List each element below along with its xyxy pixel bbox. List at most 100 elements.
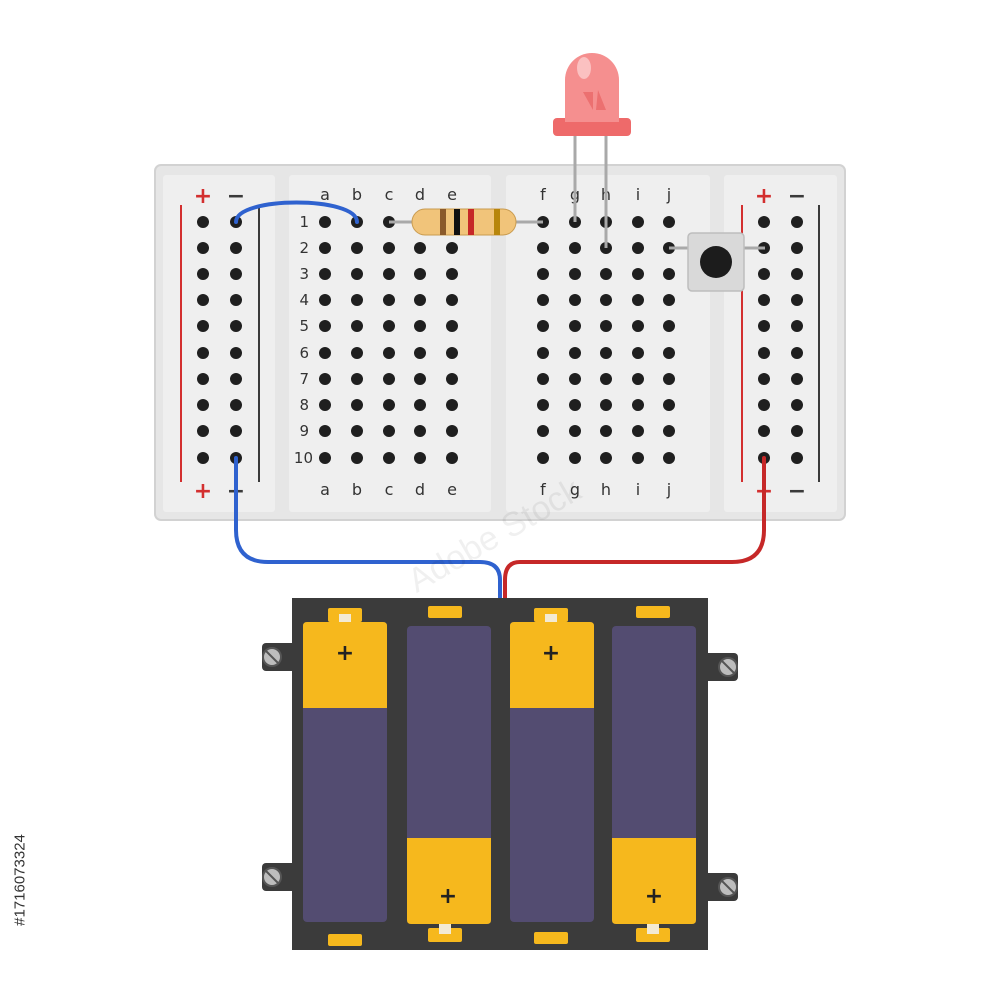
breadboard-hole (197, 242, 209, 254)
led-icon (553, 53, 631, 248)
breadboard-hole (197, 373, 209, 385)
column-label: f (540, 185, 546, 204)
breadboard-hole (632, 216, 644, 228)
column-label: c (385, 185, 394, 204)
breadboard-hole (197, 347, 209, 359)
battery-cell-icon: + (303, 608, 387, 946)
breadboard-hole (632, 399, 644, 411)
breadboard-hole (537, 320, 549, 332)
breadboard-hole (351, 242, 363, 254)
breadboard-hole (663, 347, 675, 359)
row-labels: 1 2 3 4 5 6 7 8 9 10 (294, 213, 313, 467)
breadboard-hole (569, 347, 581, 359)
breadboard-hole (319, 268, 331, 280)
breadboard-hole (197, 294, 209, 306)
polarity-plus-label: + (439, 884, 457, 909)
breadboard-hole (319, 425, 331, 437)
breadboard-hole (351, 399, 363, 411)
breadboard-hole (383, 347, 395, 359)
breadboard-hole (446, 294, 458, 306)
breadboard-hole (319, 320, 331, 332)
breadboard-hole (351, 373, 363, 385)
breadboard-hole (446, 242, 458, 254)
column-label: i (636, 480, 640, 499)
breadboard-hole (663, 425, 675, 437)
breadboard-hole (446, 268, 458, 280)
breadboard-hole (197, 425, 209, 437)
breadboard-hole (383, 399, 395, 411)
breadboard-hole (791, 294, 803, 306)
column-label: h (601, 480, 611, 499)
column-label: f (540, 480, 546, 499)
breadboard-hole (383, 373, 395, 385)
breadboard-hole (351, 347, 363, 359)
breadboard-hole (758, 425, 770, 437)
breadboard-hole (414, 425, 426, 437)
push-button-icon[interactable] (669, 232, 765, 292)
breadboard-hole (569, 399, 581, 411)
breadboard-hole (791, 216, 803, 228)
breadboard-hole (197, 320, 209, 332)
breadboard-hole (197, 268, 209, 280)
breadboard-hole (351, 294, 363, 306)
column-label: c (385, 480, 394, 499)
breadboard-hole (632, 242, 644, 254)
column-label: e (447, 480, 457, 499)
breadboard-hole (230, 242, 242, 254)
breadboard-hole (351, 452, 363, 464)
breadboard-hole (663, 452, 675, 464)
column-label: e (447, 185, 457, 204)
negative-wire (234, 456, 502, 607)
column-label: g (570, 480, 580, 499)
breadboard-hole (791, 347, 803, 359)
breadboard-hole (791, 452, 803, 464)
breadboard-hole (230, 268, 242, 280)
row-label: 3 (299, 265, 309, 283)
breadboard-hole (319, 452, 331, 464)
column-labels-bottom: a b c d e f g h i j (320, 480, 671, 499)
breadboard-hole (351, 268, 363, 280)
positive-wire (503, 456, 766, 607)
breadboard-hole (537, 373, 549, 385)
row-label: 8 (299, 396, 309, 414)
breadboard-hole (758, 399, 770, 411)
right-power-rail (724, 175, 837, 512)
breadboard-hole (319, 373, 331, 385)
breadboard-hole (758, 294, 770, 306)
breadboard-hole (569, 320, 581, 332)
breadboard-hole (446, 347, 458, 359)
breadboard-hole (383, 268, 395, 280)
breadboard-hole (600, 347, 612, 359)
polarity-plus-label: + (542, 641, 560, 666)
breadboard-hole (600, 452, 612, 464)
column-label: d (415, 185, 425, 204)
polarity-plus-label: + (336, 641, 354, 666)
breadboard-hole (663, 268, 675, 280)
breadboard-hole (791, 373, 803, 385)
breadboard-hole (663, 399, 675, 411)
breadboard-hole (569, 294, 581, 306)
breadboard-hole (632, 294, 644, 306)
resistor-icon (389, 208, 543, 236)
breadboard-hole (632, 320, 644, 332)
breadboard-hole (632, 425, 644, 437)
breadboard-hole (632, 452, 644, 464)
breadboard-hole (446, 425, 458, 437)
breadboard-hole (632, 373, 644, 385)
rail-plus-label-tl: + (194, 184, 212, 209)
row-label: 2 (299, 239, 309, 257)
stock-id-text: #1716073324 (11, 834, 29, 926)
breadboard-hole (230, 347, 242, 359)
breadboard-hole (351, 320, 363, 332)
breadboard-hole (537, 294, 549, 306)
battery-cell-icon: + (510, 608, 594, 944)
right-terminal-strip (506, 175, 710, 512)
breadboard-hole (600, 425, 612, 437)
jumper-wire-icon (234, 200, 359, 224)
breadboard-hole (537, 425, 549, 437)
breadboard-hole (663, 294, 675, 306)
rail-plus-label-bl: + (194, 479, 212, 504)
breadboard-hole (600, 268, 612, 280)
breadboard-hole (230, 399, 242, 411)
